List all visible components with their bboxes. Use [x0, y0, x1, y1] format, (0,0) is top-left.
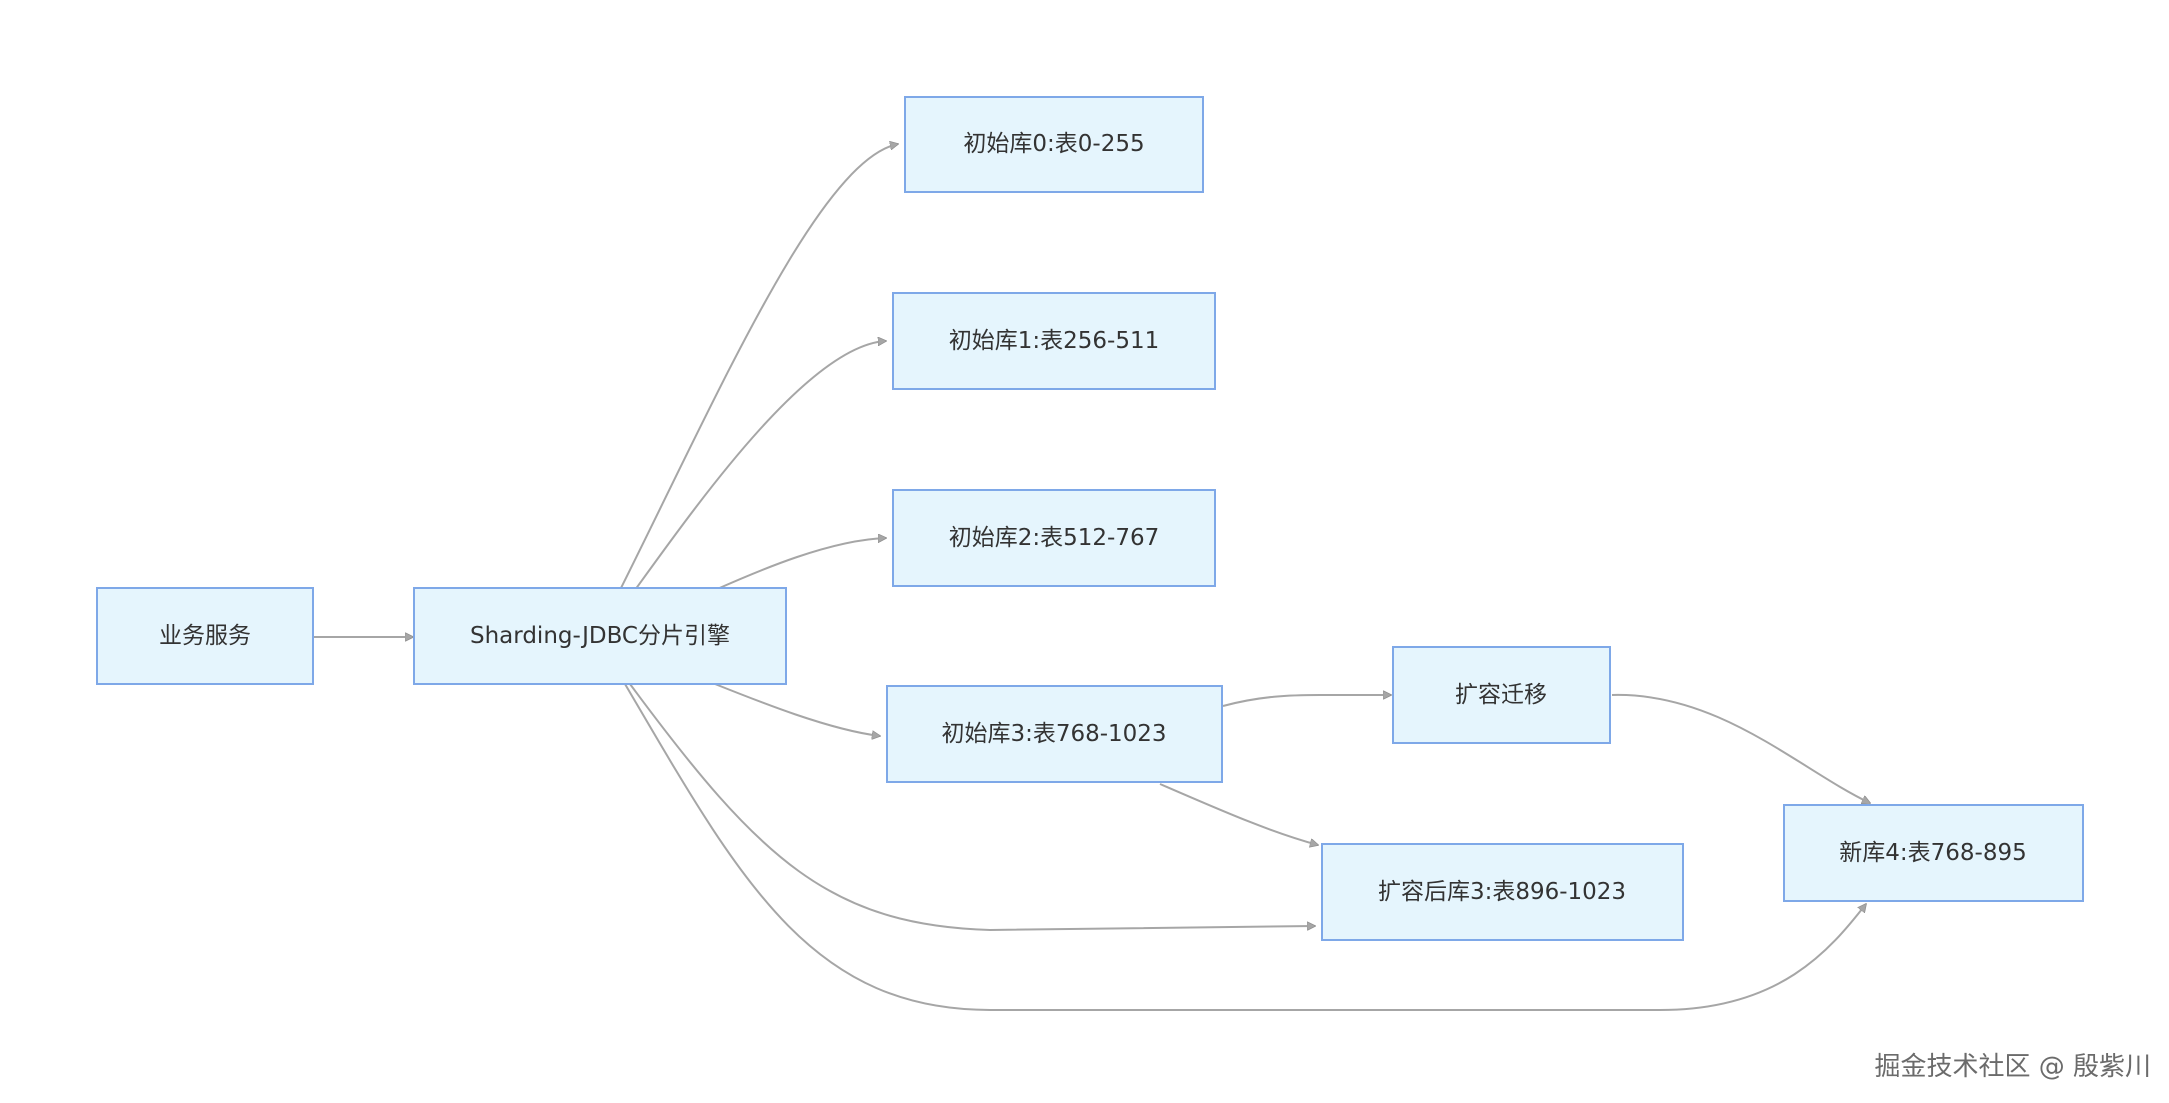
node-initial-db-2[interactable]: 初始库2:表512-767 — [892, 489, 1216, 587]
edge-jdbc-db4 — [624, 683, 1866, 1011]
node-initial-db-1[interactable]: 初始库1:表256-511 — [892, 292, 1216, 390]
node-expanded-db-3[interactable]: 扩容后库3:表896-1023 — [1321, 843, 1684, 941]
node-initial-db-3[interactable]: 初始库3:表768-1023 — [886, 685, 1223, 783]
watermark: 掘金技术社区 @ 殷紫川 — [1874, 1052, 2151, 1082]
edge-jdbc-db2 — [714, 538, 886, 591]
edge-db3-db3b — [1159, 783, 1318, 845]
edge-mig-db4 — [1611, 693, 1870, 803]
node-label: 初始库3:表768-1023 — [941, 721, 1166, 747]
edge-db3-mig — [1222, 695, 1391, 707]
edge-jdbc-db1 — [634, 341, 886, 591]
node-label: 扩容迁移 — [1455, 682, 1547, 708]
edge-jdbc-db3b — [629, 683, 1315, 932]
node-new-db-4[interactable]: 新库4:表768-895 — [1783, 804, 2084, 902]
node-label: Sharding-JDBC分片引擎 — [470, 623, 730, 649]
node-label: 业务服务 — [159, 623, 251, 649]
node-sharding-jdbc-engine[interactable]: Sharding-JDBC分片引擎 — [413, 587, 787, 685]
edge-jdbc-db0 — [619, 144, 898, 591]
node-label: 初始库1:表256-511 — [949, 328, 1159, 354]
node-label: 扩容后库3:表896-1023 — [1378, 879, 1626, 905]
node-expansion-migration[interactable]: 扩容迁移 — [1392, 646, 1611, 744]
node-label: 新库4:表768-895 — [1839, 840, 2026, 866]
edges — [314, 144, 1870, 1011]
node-initial-db-0[interactable]: 初始库0:表0-255 — [904, 96, 1204, 193]
node-label: 初始库0:表0-255 — [963, 131, 1144, 157]
node-business-service[interactable]: 业务服务 — [96, 587, 314, 685]
node-label: 初始库2:表512-767 — [949, 525, 1159, 551]
edge-jdbc-db3 — [714, 683, 880, 736]
